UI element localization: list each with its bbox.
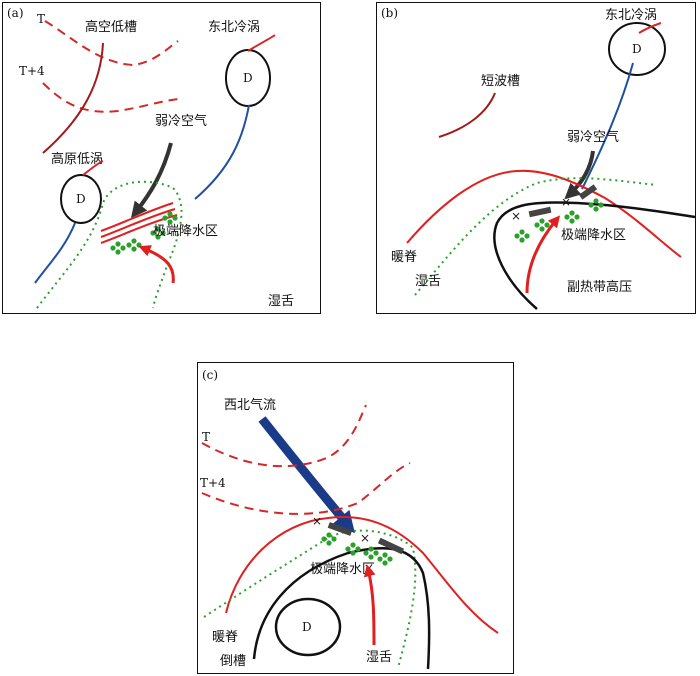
front-line-3 xyxy=(100,214,178,244)
wet-tongue-line xyxy=(36,180,183,309)
subtropical-high-label: 副热带高压 xyxy=(567,279,632,295)
cross-marker-2: × xyxy=(561,195,571,209)
isotherm-t4-label: T+4 xyxy=(200,476,226,490)
isotherm-t xyxy=(44,20,179,67)
wet-tongue-line xyxy=(414,177,658,296)
plateau-vortex-circle xyxy=(60,174,102,224)
short-wave-label: 短波槽 xyxy=(481,74,520,89)
shear-bars xyxy=(327,522,405,555)
nw-flow-label: 西北气流 xyxy=(224,397,276,413)
wet-tongue-label: 湿舌 xyxy=(415,274,441,289)
wet-tongue-line xyxy=(203,529,417,669)
ne-vortex-label: 东北冷涡 xyxy=(605,8,657,23)
panel-c-tag: (c) xyxy=(202,368,218,382)
warm-ridge-label: 暖脊 xyxy=(212,630,238,645)
warm-ridge-line xyxy=(225,516,499,634)
ne-vortex-label: 东北冷涡 xyxy=(208,20,260,35)
cross-marker-1: × xyxy=(312,514,322,528)
isotherm-t4-label: T+4 xyxy=(19,64,45,78)
front-line-1 xyxy=(100,202,174,232)
ne-vortex-circle xyxy=(608,22,666,76)
ne-vortex-warm-axis xyxy=(638,22,662,34)
weak-cold-air-arrow xyxy=(564,150,595,200)
cross-marker-2: × xyxy=(360,531,370,545)
extreme-precip-label: 极端降水区 xyxy=(561,228,626,243)
extreme-precip-label: 极端降水区 xyxy=(153,224,218,239)
ne-vortex-warm-axis xyxy=(247,34,276,52)
plateau-vortex-cold-axis xyxy=(34,222,76,284)
wet-tongue-label: 湿舌 xyxy=(268,294,294,309)
panel-c: (c) 西北气流 T T+4 暖脊 湿舌 倒槽 D × × xyxy=(197,362,514,674)
ne-vortex-cold-axis xyxy=(581,62,634,190)
panel-b: (b) 东北冷涡 D 短波槽 弱冷空气 暖脊 湿舌 副热带高压 × × xyxy=(376,2,696,314)
shear-bars xyxy=(528,184,598,218)
precip-symbols xyxy=(321,532,393,566)
cross-marker-1: × xyxy=(511,209,521,223)
ne-vortex-cold-axis xyxy=(194,104,250,200)
plateau-vortex-center-symbol: D xyxy=(76,192,86,206)
plateau-vortex-label: 高原低涡 xyxy=(51,151,103,167)
panel-b-tag: (b) xyxy=(381,6,398,20)
warm-moist-arrow xyxy=(363,564,376,646)
extreme-precip-label: 极端降水区 xyxy=(310,562,375,577)
isotherm-t4 xyxy=(42,82,179,113)
low-center-symbol: D xyxy=(302,620,312,634)
short-wave-trough-line xyxy=(438,92,496,138)
ne-vortex-center-symbol: D xyxy=(243,71,253,85)
panel-a-tag: (a) xyxy=(7,6,24,20)
nw-flow-arrow xyxy=(258,416,355,534)
low-center-circle xyxy=(274,597,342,657)
wet-tongue-label: 湿舌 xyxy=(366,650,392,665)
inverted-trough-line xyxy=(252,546,431,670)
panel-a: (a) T T+4 高空低槽 东北冷涡 D 弱冷空气 高原低涡 D 湿舌 xyxy=(2,2,321,314)
isotherm-t-label: T xyxy=(37,12,45,26)
ne-vortex-center-symbol: D xyxy=(632,42,642,56)
panel-a-diagram: (a) T T+4 高空低槽 东北冷涡 D 弱冷空气 高原低涡 D 湿舌 xyxy=(7,6,294,309)
warm-moist-arrow xyxy=(525,215,561,294)
isotherm-t-label: T xyxy=(202,430,210,444)
weak-cold-air-label: 弱冷空气 xyxy=(567,129,619,145)
upper-trough-line xyxy=(42,42,104,154)
precip-symbols xyxy=(110,211,178,255)
weak-cold-air-label: 弱冷空气 xyxy=(155,113,207,129)
panel-c-diagram: (c) 西北气流 T T+4 暖脊 湿舌 倒槽 D × × xyxy=(200,368,499,670)
panel-b-diagram: (b) 东北冷涡 D 短波槽 弱冷空气 暖脊 湿舌 副热带高压 × × xyxy=(381,6,696,310)
warm-ridge-line xyxy=(406,169,682,258)
subtropical-high-line xyxy=(493,201,696,310)
inverted-trough-label: 倒槽 xyxy=(220,654,246,669)
front-line-2 xyxy=(100,208,176,238)
upper-trough-label: 高空低槽 xyxy=(85,19,137,35)
plateau-vortex-warm-axis xyxy=(82,160,104,176)
isotherm-t xyxy=(201,404,367,468)
warm-ridge-label: 暖脊 xyxy=(391,250,417,265)
weak-cold-air-arrow xyxy=(131,142,173,218)
warm-moist-arrow xyxy=(138,245,175,284)
isotherm-t4 xyxy=(201,462,411,515)
precip-symbols xyxy=(514,198,604,243)
